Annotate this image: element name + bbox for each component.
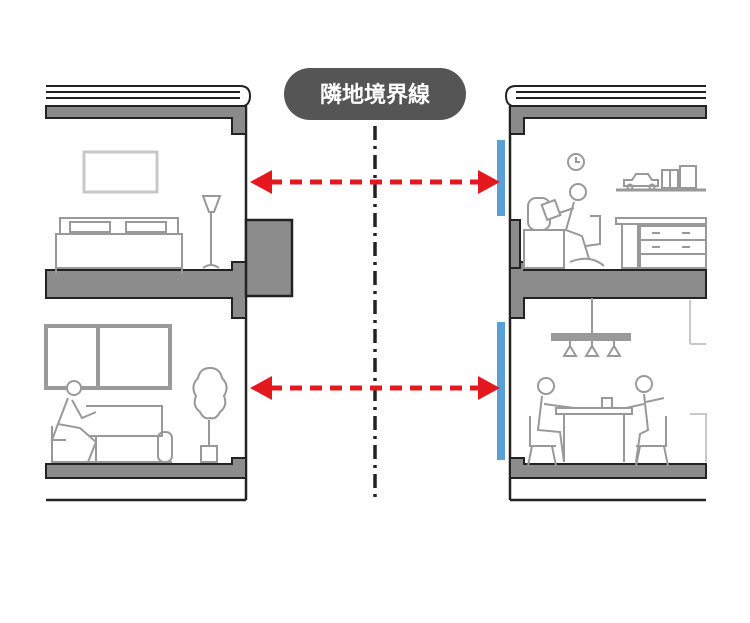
bed-icon xyxy=(55,217,183,274)
balcony-block xyxy=(244,218,294,298)
person-reading-icon xyxy=(540,183,605,267)
distance-arrow-upper xyxy=(250,170,500,194)
person-dining-right-icon xyxy=(625,375,665,463)
chair-right-icon xyxy=(635,416,669,467)
books-icon xyxy=(661,165,697,189)
person-dining-left-icon xyxy=(536,377,575,463)
dining-table-icon xyxy=(555,397,633,462)
chair-left-icon xyxy=(527,416,557,467)
boundary-label-text: 隣地境界線 xyxy=(320,82,430,108)
left-roof xyxy=(46,85,252,107)
desk-icon xyxy=(615,217,707,269)
potted-tree-icon xyxy=(192,366,228,463)
right-building xyxy=(497,85,707,502)
pendant-lamps-icon xyxy=(551,298,631,357)
boundary-label: 隣地境界線 xyxy=(284,68,466,120)
car-toy-icon xyxy=(623,173,659,191)
upper-window xyxy=(497,140,505,216)
floor-lamp-icon xyxy=(201,195,222,269)
right-roof xyxy=(504,85,706,107)
boundary-label-pill xyxy=(284,68,466,120)
wall-cabinet xyxy=(689,300,707,462)
lower-window xyxy=(497,322,505,460)
left-building xyxy=(44,85,294,502)
distance-arrow-lower xyxy=(250,376,500,400)
clock-icon xyxy=(567,153,585,171)
picture-frame xyxy=(82,150,159,194)
person-sitting-icon xyxy=(50,380,98,463)
tv-frame xyxy=(44,324,172,390)
